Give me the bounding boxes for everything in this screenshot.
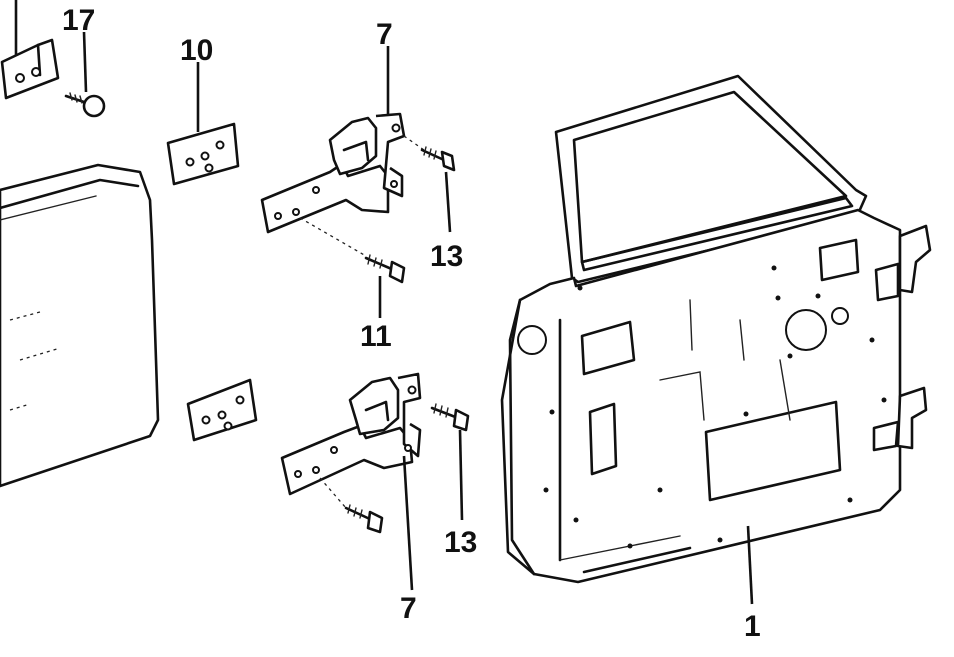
- callout-10: 10: [180, 34, 213, 67]
- bolt-13-lower: [430, 403, 470, 521]
- upper-hinge-7: [260, 112, 406, 234]
- callout-11: 11: [360, 320, 392, 353]
- callout-7-bottom: 7: [400, 592, 417, 625]
- callout-1: 1: [744, 610, 761, 643]
- bolt-13-upper: [403, 135, 456, 233]
- lower-hinge-7: [280, 372, 422, 591]
- outer-door-panel: [0, 163, 160, 488]
- top-left-bracket: [0, 0, 60, 100]
- inner-door-shell-1: [500, 74, 932, 584]
- bolt-17: [64, 31, 106, 118]
- bolt-lower-unlabeled: [319, 477, 384, 534]
- callout-17: 17: [62, 4, 95, 37]
- shim-plate-lower: [186, 378, 258, 442]
- shim-plate-10: [166, 122, 240, 186]
- callout-13-bottom: 13: [444, 526, 477, 559]
- bolt-11: [299, 217, 406, 318]
- callout-7-top: 7: [376, 18, 393, 51]
- callout-1-leader: [746, 525, 754, 605]
- callout-13-top: 13: [430, 240, 463, 273]
